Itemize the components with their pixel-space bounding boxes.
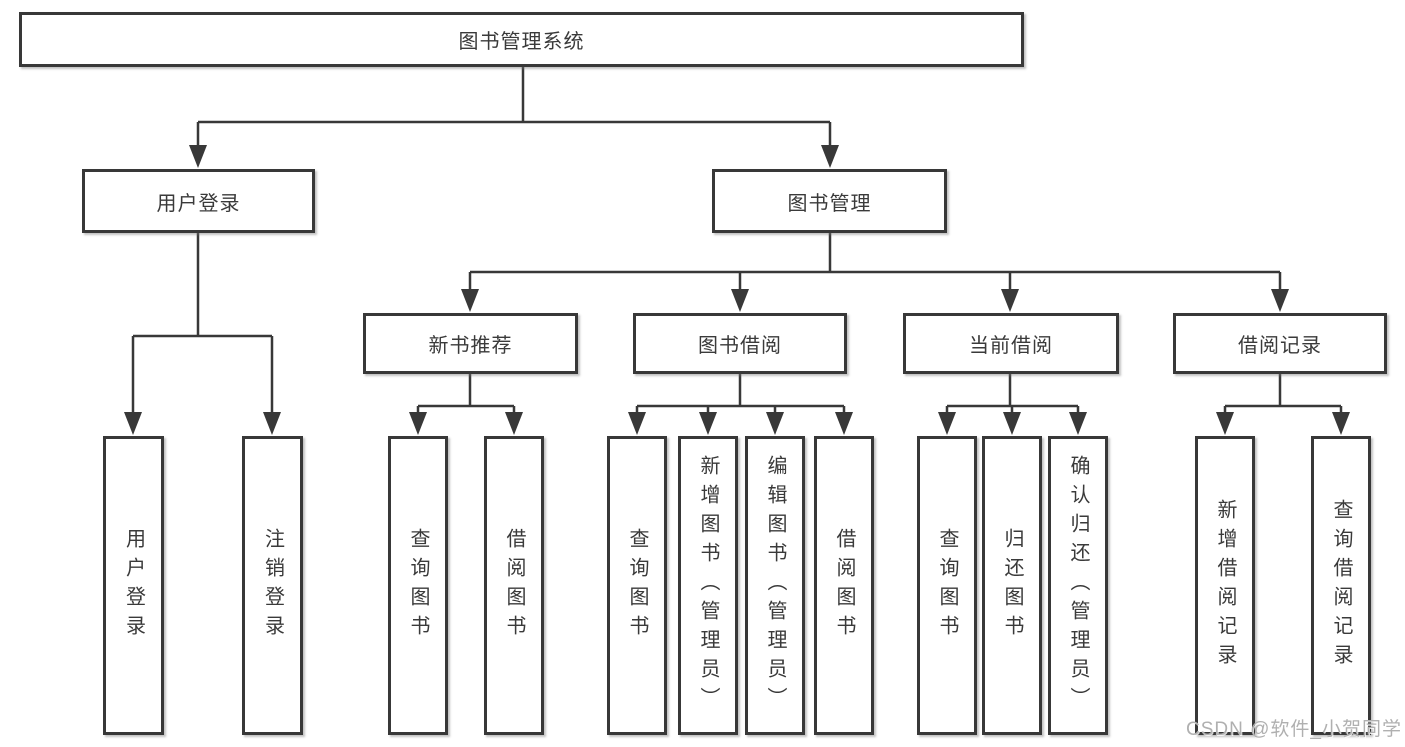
- leaf-current-query-books: 查询图书: [917, 436, 977, 735]
- arrow-down-icon: [835, 412, 853, 435]
- leaf-logout: 注销登录: [242, 436, 303, 735]
- node-label: 归还图书: [1001, 527, 1023, 644]
- node-label: 新增借阅记录: [1214, 498, 1236, 673]
- arrow-down-icon: [1332, 412, 1350, 435]
- arrow-down-icon: [461, 289, 479, 312]
- arrow-down-icon: [124, 412, 142, 435]
- node-label: 查询图书: [626, 527, 648, 644]
- node-label: 新增图书（管理员）: [697, 455, 719, 716]
- arrow-down-icon: [263, 412, 281, 435]
- connector-book-mgmt-children: [468, 233, 1282, 291]
- connector-arrowheads: [124, 145, 1350, 435]
- node-label: 图书管理: [787, 192, 872, 215]
- arrow-down-icon: [1271, 289, 1289, 312]
- leaf-borrowing-borrow-books: 借阅图书: [814, 436, 874, 735]
- arrow-down-icon: [1069, 412, 1087, 435]
- leaf-recommend-query-books: 查询图书: [388, 436, 448, 735]
- arrow-down-icon: [699, 412, 717, 435]
- node-label: 借阅图书: [503, 527, 525, 644]
- arrow-down-icon: [821, 145, 839, 168]
- arrow-down-icon: [189, 145, 207, 168]
- node-label: 查询图书: [936, 527, 958, 644]
- connector-recommend-children: [416, 374, 516, 414]
- leaf-records-add-record: 新增借阅记录: [1195, 436, 1255, 735]
- node-label: 用户登录: [122, 527, 145, 644]
- leaf-records-query-record: 查询借阅记录: [1311, 436, 1371, 735]
- arrow-down-icon: [731, 289, 749, 312]
- node-label: 借阅图书: [833, 527, 855, 644]
- node-label: 查询图书: [407, 527, 429, 644]
- leaf-borrowing-edit-books-admin: 编辑图书（管理员）: [745, 436, 805, 735]
- connector-records-children: [1223, 374, 1343, 414]
- leaf-borrowing-query-books: 查询图书: [607, 436, 667, 735]
- node-new-book-recommendation: 新书推荐: [363, 313, 578, 374]
- node-label: 借阅记录: [1238, 335, 1322, 357]
- node-current-borrowing: 当前借阅: [903, 313, 1119, 374]
- node-user-login: 用户登录: [82, 169, 315, 233]
- leaf-recommend-borrow-books: 借阅图书: [484, 436, 544, 735]
- arrow-down-icon: [938, 412, 956, 435]
- arrow-down-icon: [766, 412, 784, 435]
- arrow-down-icon: [505, 412, 523, 435]
- arrow-down-icon: [628, 412, 646, 435]
- arrow-down-icon: [1003, 412, 1021, 435]
- node-book-borrowing: 图书借阅: [633, 313, 847, 374]
- leaf-current-return-books: 归还图书: [982, 436, 1042, 735]
- node-borrowing-records: 借阅记录: [1173, 313, 1387, 374]
- leaf-user-login: 用户登录: [103, 436, 164, 735]
- arrow-down-icon: [409, 412, 427, 435]
- node-label: 注销登录: [261, 527, 284, 644]
- arrow-down-icon: [1001, 289, 1019, 312]
- node-label: 图书管理系统: [458, 31, 585, 53]
- node-label: 用户登录: [156, 192, 241, 215]
- node-label: 查询借阅记录: [1330, 498, 1352, 673]
- node-root-system: 图书管理系统: [19, 12, 1024, 67]
- csdn-watermark: CSDN @软件_小贺同学: [1186, 719, 1402, 740]
- connector-root-to-level2: [196, 67, 832, 150]
- node-label: 图书借阅: [698, 335, 782, 357]
- connector-current-children: [945, 374, 1080, 414]
- node-label: 当前借阅: [969, 335, 1053, 357]
- node-label: 确认归还（管理员）: [1067, 455, 1089, 716]
- connector-user-login-children: [131, 233, 274, 415]
- node-label: 新书推荐: [428, 335, 513, 357]
- connector-borrow-children: [635, 374, 846, 414]
- leaf-current-confirm-return-admin: 确认归还（管理员）: [1048, 436, 1108, 735]
- node-label: 编辑图书（管理员）: [764, 455, 786, 716]
- arrow-down-icon: [1216, 412, 1234, 435]
- connector-lines: [131, 67, 1343, 415]
- leaf-borrowing-add-books-admin: 新增图书（管理员）: [678, 436, 738, 735]
- node-book-management: 图书管理: [712, 169, 947, 233]
